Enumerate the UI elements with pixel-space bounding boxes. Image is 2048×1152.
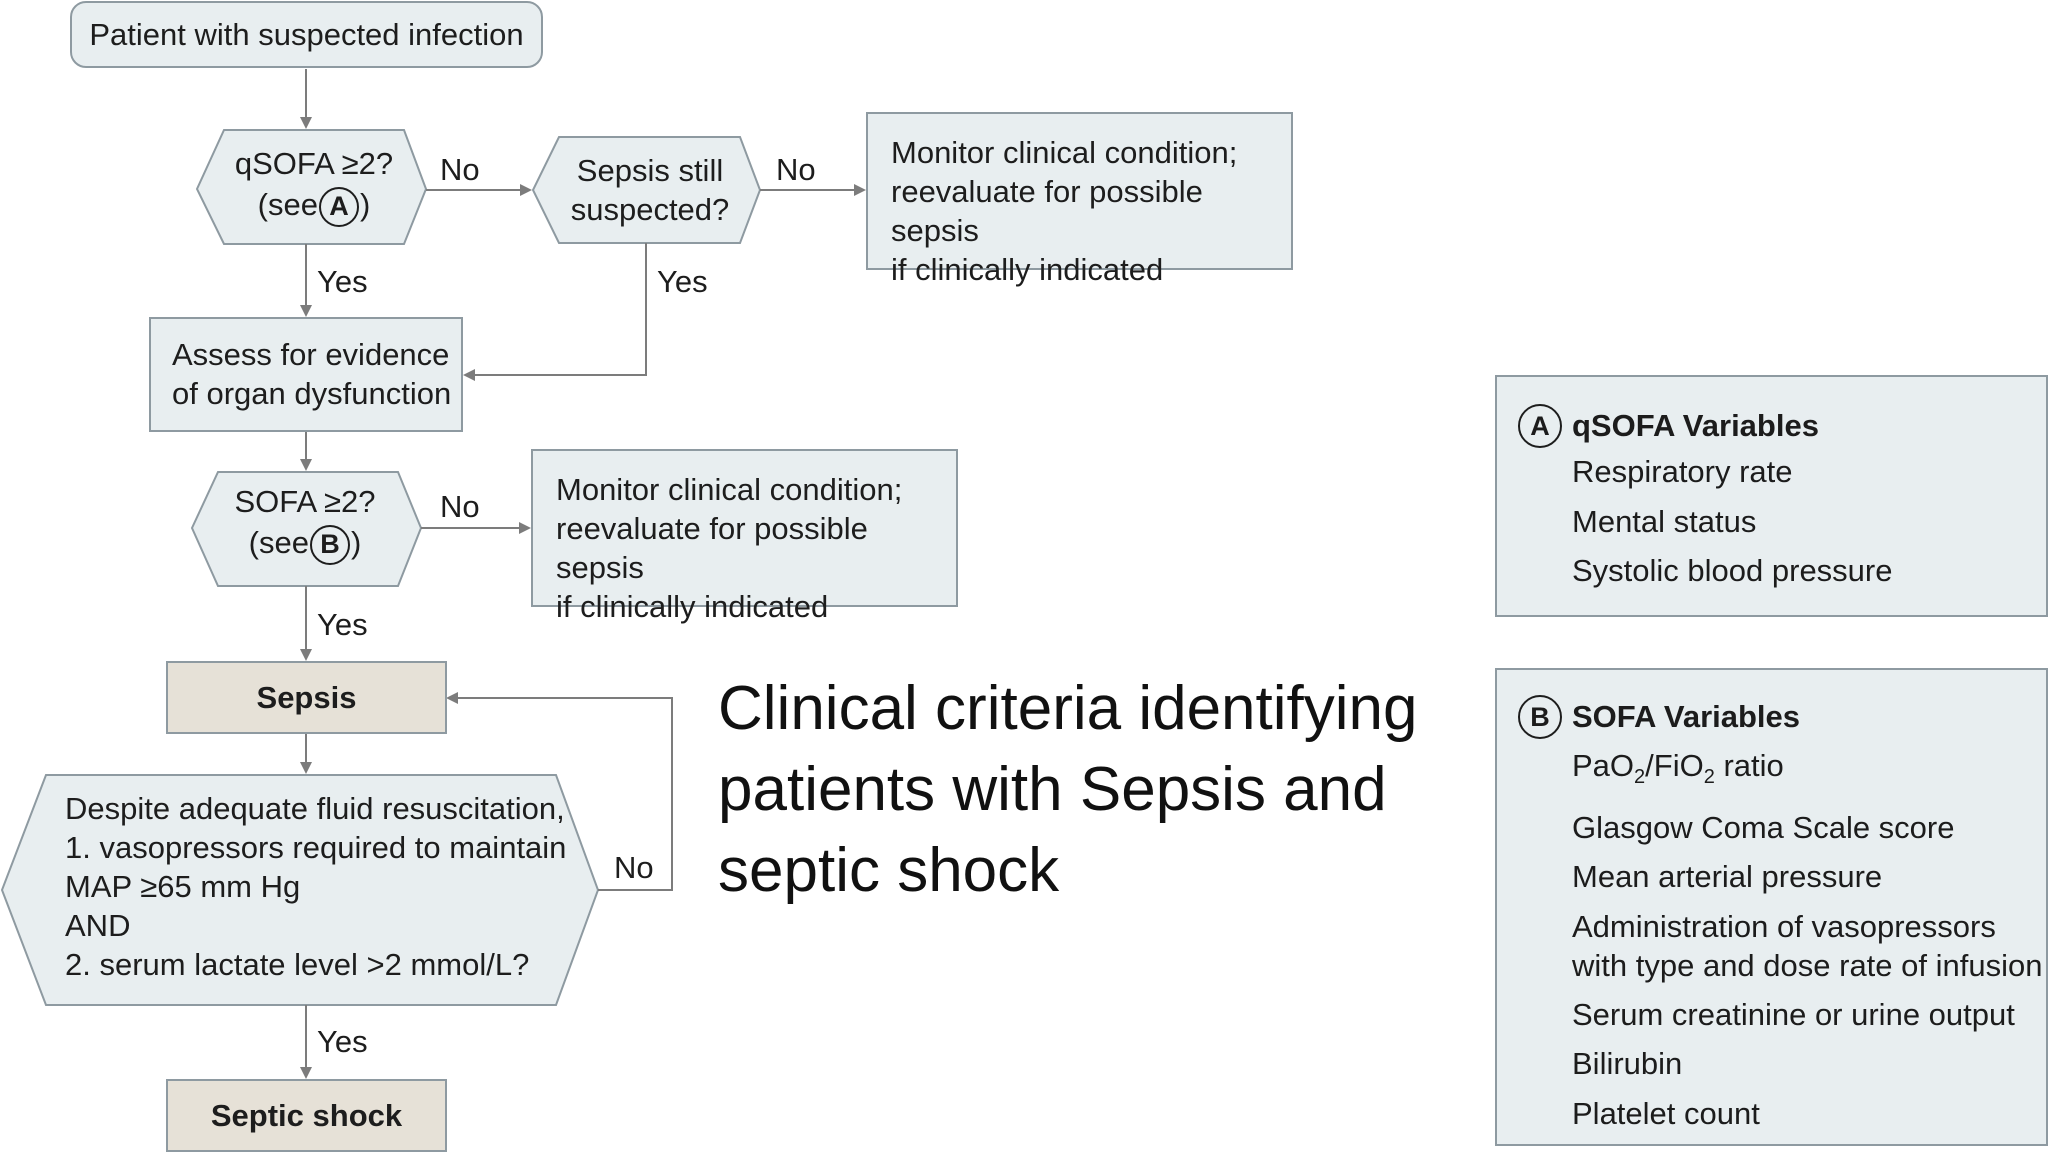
septic-shock-decision-shape bbox=[0, 774, 600, 1006]
sofa-variables-panel: B SOFA Variables PaO2/FiO2 ratio Glasgow… bbox=[1495, 668, 2048, 1146]
sofa-see-close: ) bbox=[350, 525, 362, 560]
shock-q-line3: MAP ≥65 mm Hg bbox=[65, 869, 301, 904]
ratio-text: ratio bbox=[1714, 748, 1784, 783]
fio2-text: /FiO bbox=[1645, 748, 1704, 783]
septic-shock-decision-text: Despite adequate fluid resuscitation, 1.… bbox=[65, 789, 585, 984]
sofa-variable-item-pao2: PaO2/FiO2 ratio bbox=[1572, 741, 2042, 803]
monitor-2-line2: reevaluate for possible sepsis bbox=[556, 511, 868, 585]
sofa-variable-item: with type and dose rate of infusion bbox=[1572, 947, 2043, 983]
edge-label-qsofa-no: No bbox=[440, 152, 480, 187]
sofa-see-label: (see bbox=[248, 525, 309, 560]
sepsis-outcome-box: Sepsis bbox=[166, 661, 447, 734]
edge-label-shock-no: No bbox=[614, 850, 654, 885]
qsofa-panel-title: qSOFA Variables bbox=[1572, 408, 1819, 443]
edge-label-qsofa-yes: Yes bbox=[317, 264, 368, 299]
monitor-2-line1: Monitor clinical condition; bbox=[556, 472, 903, 507]
ref-a-circle: A bbox=[318, 186, 359, 227]
assess-line2: of organ dysfunction bbox=[172, 376, 452, 411]
start-node-label: Patient with suspected infection bbox=[89, 17, 524, 52]
qsofa-see-close: ) bbox=[359, 187, 371, 222]
edge-label-sofa-yes: Yes bbox=[317, 607, 368, 642]
shock-q-line2: 1. vasopressors required to maintain bbox=[65, 830, 567, 865]
qsofa-variable-list: Respiratory rate Mental status Systolic … bbox=[1572, 447, 1893, 596]
sofa-variable-item: Administration of vasopressors bbox=[1572, 908, 1996, 944]
sofa-panel-title: SOFA Variables bbox=[1572, 699, 1801, 734]
caption-line1: Clinical criteria identifying bbox=[718, 674, 1418, 743]
legend-a-marker: A bbox=[1518, 404, 1562, 448]
qsofa-variable-item: Mental status bbox=[1572, 503, 1757, 539]
edge-label-shock-yes: Yes bbox=[317, 1024, 368, 1059]
qsofa-variable-item: Respiratory rate bbox=[1572, 454, 1793, 489]
caption-line2: patients with Sepsis and bbox=[718, 755, 1387, 824]
legend-b-marker: B bbox=[1518, 695, 1562, 739]
slide-caption: Clinical criteria identifying patients w… bbox=[718, 668, 1438, 911]
sofa-variable-item: Mean arterial pressure bbox=[1572, 859, 1883, 895]
sofa-question: SOFA ≥2? bbox=[234, 484, 376, 519]
arrow-still-yes bbox=[463, 243, 647, 381]
qsofa-panel-header: A qSOFA Variables bbox=[1517, 404, 1819, 448]
monitor-1-line3: if clinically indicated bbox=[891, 252, 1164, 287]
sofa-variable-item: Serum creatinine or urine output bbox=[1572, 996, 2015, 1032]
edge-label-still-no: No bbox=[776, 152, 816, 187]
shock-q-line1: Despite adequate fluid resuscitation, bbox=[65, 791, 565, 826]
sofa-decision-shape bbox=[190, 471, 423, 587]
sofa-variable-item: Bilirubin bbox=[1572, 1046, 1683, 1082]
fio2-subscript: 2 bbox=[1703, 766, 1715, 789]
monitor-box-1: Monitor clinical condition; reevaluate f… bbox=[866, 112, 1293, 287]
ref-b-circle: B bbox=[309, 524, 350, 565]
shock-q-line5: 2. serum lactate level >2 mmol/L? bbox=[65, 947, 530, 982]
edge-label-still-yes: Yes bbox=[657, 264, 708, 299]
sepsis-suspected-text: Sepsis still suspected? bbox=[555, 151, 745, 229]
sepsis-label: Sepsis bbox=[256, 680, 357, 715]
monitor-1-line1: Monitor clinical condition; bbox=[891, 135, 1238, 170]
qsofa-decision-shape bbox=[195, 129, 428, 245]
septic-shock-label: Septic shock bbox=[210, 1098, 403, 1133]
sepsis-suspected-line1: Sepsis still bbox=[576, 153, 724, 188]
sepsis-suspected-decision-shape bbox=[531, 136, 762, 244]
monitor-2-line3: if clinically indicated bbox=[556, 589, 829, 624]
pao2-text: PaO bbox=[1572, 748, 1635, 783]
arrow-shock-no-loop bbox=[446, 692, 673, 891]
qsofa-variable-item: Systolic blood pressure bbox=[1572, 553, 1893, 588]
edge-label-sofa-no: No bbox=[440, 489, 480, 524]
caption-line3: septic shock bbox=[718, 836, 1060, 905]
sofa-variable-item: Glasgow Coma Scale score bbox=[1572, 809, 1955, 845]
qsofa-see-label: (see bbox=[257, 187, 318, 222]
start-node: Patient with suspected infection bbox=[70, 1, 543, 68]
sofa-panel-header: B SOFA Variables bbox=[1517, 695, 1800, 739]
sofa-variable-list: PaO2/FiO2 ratio Glasgow Coma Scale score… bbox=[1572, 741, 2042, 1138]
sepsis-suspected-line2: suspected? bbox=[570, 192, 730, 227]
monitor-1-line2: reevaluate for possible sepsis bbox=[891, 174, 1203, 248]
shock-q-line4: AND bbox=[65, 908, 131, 943]
qsofa-question: qSOFA ≥2? bbox=[234, 146, 394, 181]
qsofa-variables-panel: A qSOFA Variables Respiratory rate Menta… bbox=[1495, 375, 2048, 617]
assess-organ-dysfunction-box: Assess for evidence of organ dysfunction bbox=[149, 317, 463, 432]
sofa-variable-item: Platelet count bbox=[1572, 1095, 1760, 1131]
assess-line1: Assess for evidence bbox=[172, 337, 450, 372]
septic-shock-outcome-box: Septic shock bbox=[166, 1079, 447, 1152]
monitor-box-2: Monitor clinical condition; reevaluate f… bbox=[531, 449, 958, 624]
pao2-subscript: 2 bbox=[1634, 766, 1646, 789]
